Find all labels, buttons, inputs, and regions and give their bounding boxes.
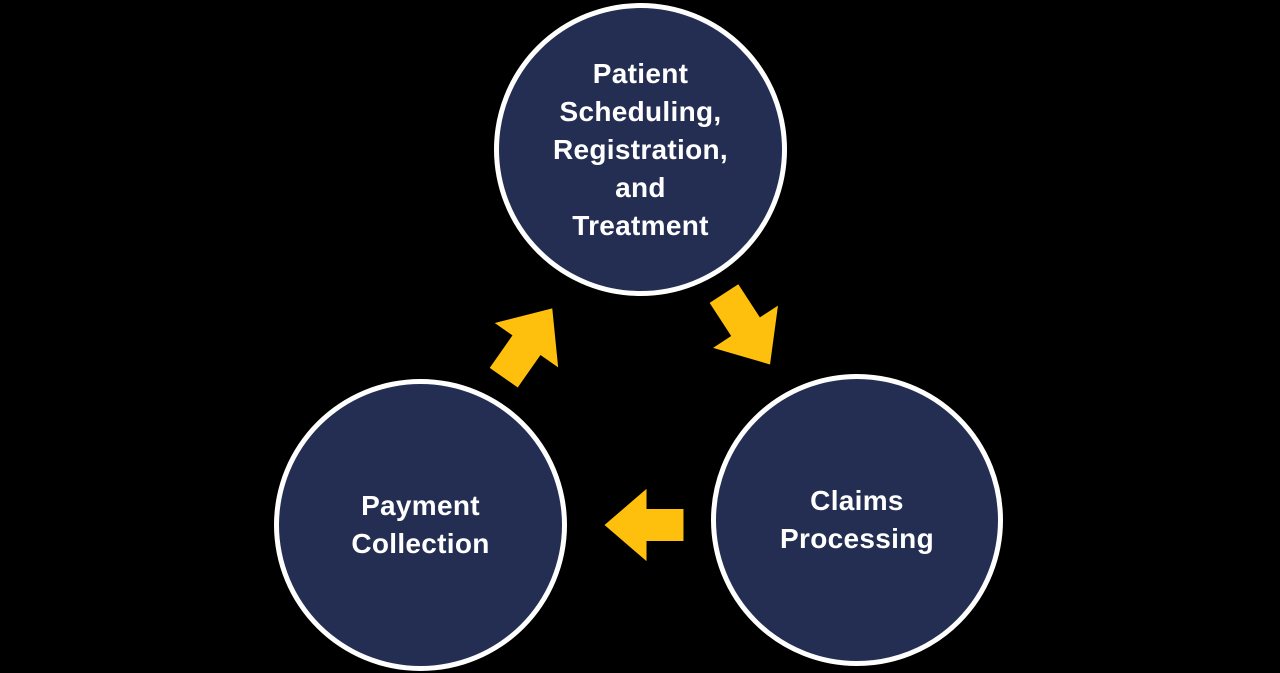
arrow-left-icon (604, 488, 684, 562)
node-patient-scheduling: Patient Scheduling, Registration, and Tr… (494, 3, 787, 296)
arrow-down-right-icon (709, 284, 778, 365)
node-patient-scheduling-label: Patient Scheduling, Registration, and Tr… (552, 57, 729, 241)
node-claims-processing-label: Claims Processing (780, 485, 934, 554)
arrow-up-right-icon (489, 308, 559, 388)
node-claims-processing: Claims Processing (711, 374, 1003, 666)
node-payment-collection: Payment Collection (274, 379, 567, 671)
node-payment-collection-label: Payment Collection (351, 490, 490, 559)
